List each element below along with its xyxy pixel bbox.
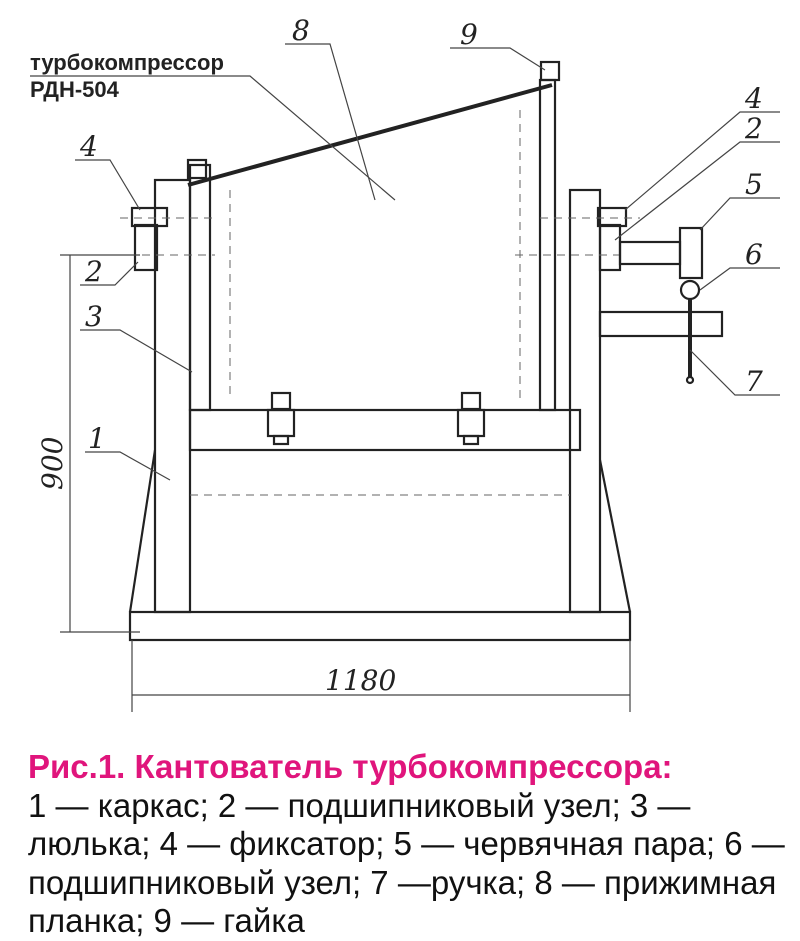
bearing-right <box>598 223 622 272</box>
frame-post-right <box>568 188 602 614</box>
callout-4-left: 4 <box>79 130 98 163</box>
nut <box>539 60 561 82</box>
callout-3: 3 <box>85 300 103 333</box>
bearing-left <box>133 223 159 272</box>
figure-caption: Рис.1. Кантователь турбокомпрессора: 1 —… <box>28 748 788 941</box>
callout-1: 1 <box>88 422 106 455</box>
clamp-bar <box>187 83 553 187</box>
caption-body: 1 — каркас; 2 — подшипниковый узел; 3 — … <box>28 786 785 940</box>
product-label: турбокомпрессор <box>30 50 224 75</box>
callout-7: 7 <box>745 365 763 398</box>
fixator-right <box>596 206 628 228</box>
shaft-support <box>598 310 724 338</box>
worm-gear <box>618 240 682 266</box>
callout-4-right: 4 <box>744 82 763 115</box>
frame-support-left <box>128 449 157 613</box>
callout-2-left: 2 <box>84 255 103 288</box>
frame-support-right <box>598 459 632 613</box>
callout-9: 9 <box>460 18 478 51</box>
callout-6: 6 <box>745 238 763 271</box>
dimension-width <box>131 640 631 712</box>
cradle-side-left <box>188 163 212 412</box>
bearing-unit-6 <box>679 279 701 301</box>
frame-post-left <box>153 178 192 614</box>
fixator-left <box>130 206 169 228</box>
callout-5: 5 <box>745 168 763 201</box>
callout-8: 8 <box>292 14 310 47</box>
cradle-bottom <box>188 408 582 452</box>
dimension-height <box>60 254 140 633</box>
bolt-left <box>266 391 296 446</box>
caption-title: Рис.1. Кантователь турбокомпрессора: <box>28 748 673 785</box>
callout-2-right: 2 <box>744 112 763 145</box>
dimension-width-label: 1180 <box>325 664 396 697</box>
turbocompressor-tilter-drawing: 900 1180 турбокомпрессор РДН-504 8 9 4 2… <box>30 14 780 712</box>
product-model: РДН-504 <box>30 77 120 102</box>
dimension-height-label: 900 <box>36 437 69 490</box>
worm-housing <box>678 226 704 280</box>
bolt-right <box>456 391 486 446</box>
cradle-side-right <box>538 78 557 412</box>
base-plate <box>128 610 632 642</box>
